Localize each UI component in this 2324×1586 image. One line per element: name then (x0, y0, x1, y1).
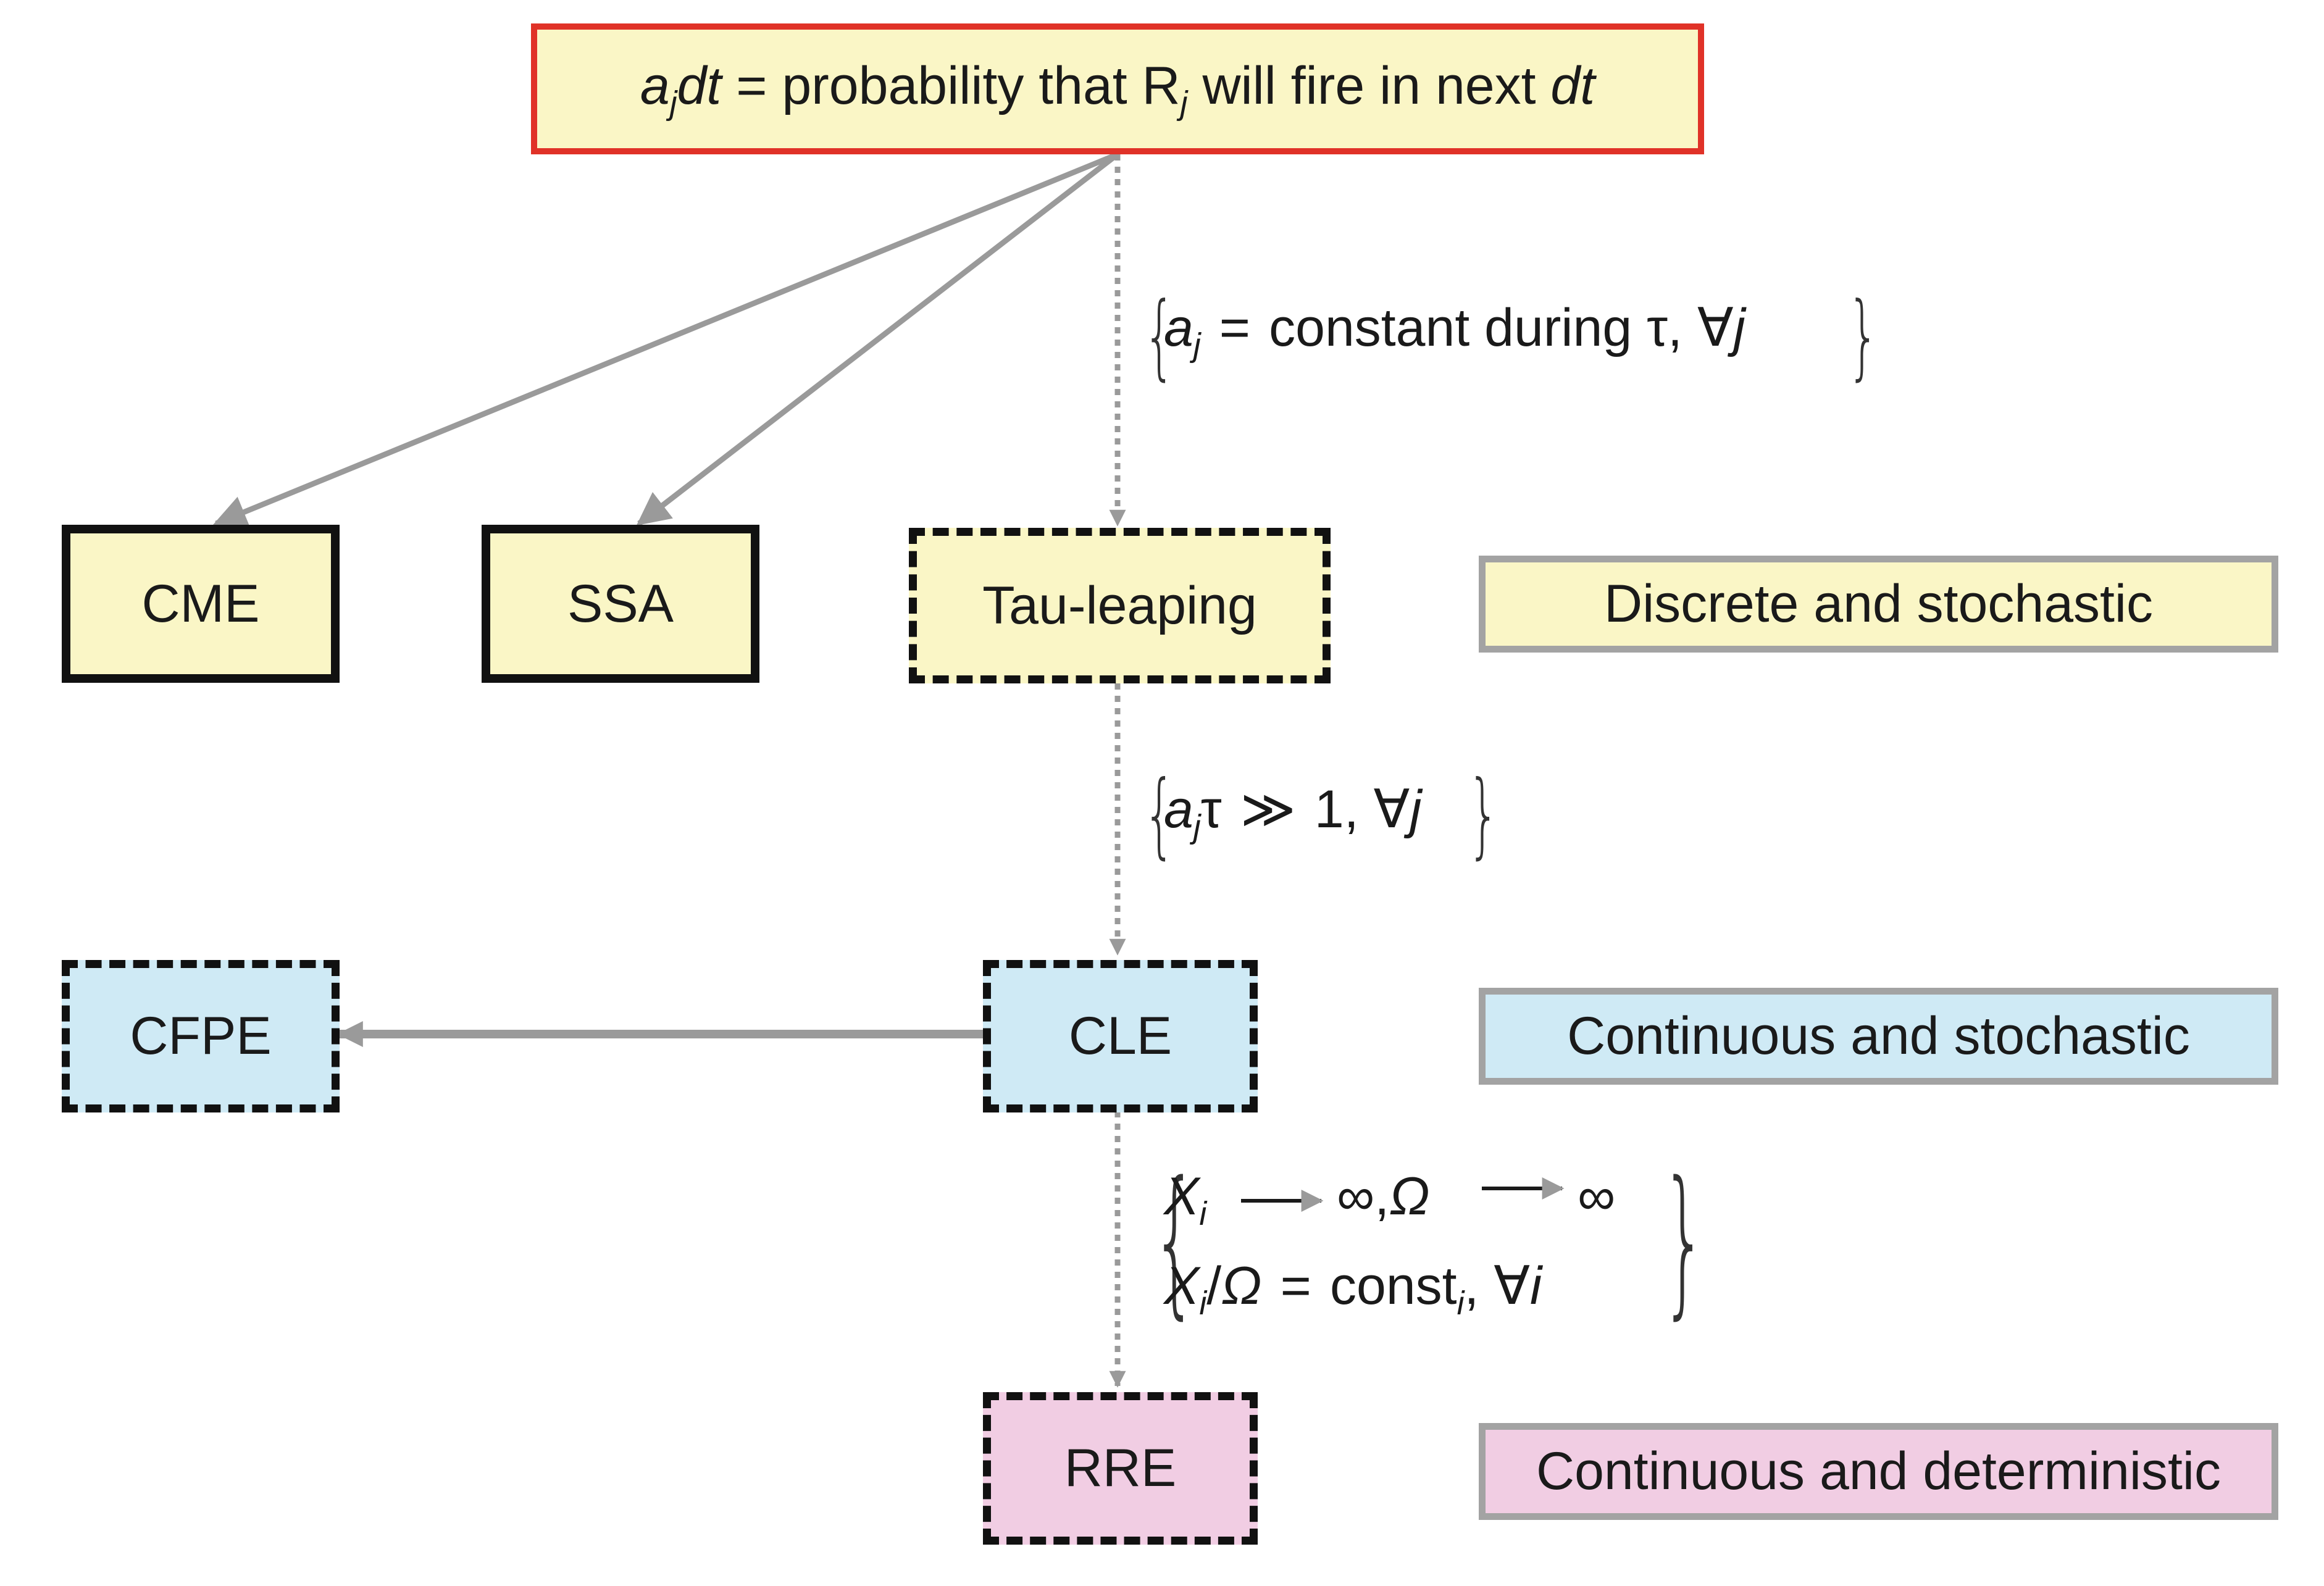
var-a-sub: j (669, 85, 677, 122)
node-cle: CLE (983, 960, 1258, 1112)
var-dt: dt (677, 56, 722, 115)
definition-text-after: will fire in next (1202, 56, 1536, 115)
arrow-top-to-ssa (636, 152, 1119, 526)
cond2-text: 1, ∀ (1314, 780, 1410, 839)
node-cme-label: CME (141, 574, 260, 633)
legend-continuous-deterministic: Continuous and deterministic (1479, 1423, 2278, 1520)
node-tau-label: Tau-leaping (982, 575, 1257, 635)
cond2-sub: j (1193, 809, 1201, 846)
cond3-tail: , ∀ (1464, 1256, 1531, 1316)
var-dt-end: dt (1550, 56, 1595, 115)
equals-sign: = (736, 56, 767, 115)
node-cfpe-label: CFPE (130, 1006, 272, 1066)
cond2-tau: τ (1200, 780, 1222, 839)
cond3-quant: i (1530, 1256, 1542, 1316)
cond3-x-sub: i (1199, 1196, 1207, 1233)
arrow-top-to-cme (213, 151, 1119, 528)
legend-continuous-stochastic: Continuous and stochastic (1479, 988, 2278, 1085)
cond2-op: ≫ (1240, 780, 1296, 839)
node-cme: CME (62, 525, 340, 683)
cond3-x: X (1164, 1167, 1200, 1226)
brace-right: } (1467, 761, 1500, 869)
node-tau-leaping: Tau-leaping (909, 528, 1331, 683)
legend-discrete-label: Discrete and stochastic (1603, 574, 2154, 633)
legend-continuous-stochastic-label: Continuous and stochastic (1567, 1006, 2190, 1066)
brace-left: { (1152, 1148, 1198, 1334)
brace-right: } (1847, 283, 1879, 390)
cond3-slash: / (1206, 1256, 1222, 1316)
legend-discrete-stochastic: Discrete and stochastic (1479, 556, 2278, 653)
node-ssa: SSA (482, 525, 759, 683)
cond3-omega: Ω (1389, 1167, 1430, 1226)
r-subscript: j (1180, 85, 1188, 122)
var-a: a (640, 56, 670, 115)
cond2-quant: j (1410, 780, 1422, 839)
definition-text-before: probability that R (782, 56, 1181, 115)
cond3-x2: X (1164, 1256, 1200, 1316)
cond3-infinity-2: ∞ (1578, 1167, 1616, 1226)
brace-left: { (1143, 283, 1176, 390)
brace-right: } (1661, 1148, 1707, 1334)
cond1-op: = (1219, 298, 1251, 357)
node-cfpe: CFPE (62, 960, 340, 1112)
node-cle-label: CLE (1068, 1006, 1172, 1066)
node-ssa-label: SSA (567, 574, 674, 633)
cond3-const-sub: i (1457, 1285, 1465, 1322)
cond3-op: = (1280, 1256, 1311, 1316)
definition-box: ajdt = probability that Rj will fire in … (531, 23, 1704, 154)
cond1-var: a (1164, 298, 1193, 357)
node-rre-label: RRE (1064, 1438, 1177, 1498)
cond3-const: const (1330, 1256, 1457, 1316)
definition-text: ajdt = probability that Rj will fire in … (640, 56, 1595, 122)
cond1-quant: j (1733, 298, 1745, 357)
cond1-sub: j (1193, 327, 1201, 364)
cond3-omega2: Ω (1221, 1256, 1262, 1316)
legend-continuous-deterministic-label: Continuous and deterministic (1536, 1442, 2222, 1501)
brace-left: { (1143, 761, 1176, 869)
node-rre: RRE (983, 1392, 1258, 1545)
cond3-infinity-1: ∞, (1337, 1167, 1390, 1226)
cond1-text: constant during τ, ∀ (1269, 298, 1734, 357)
cond2-var: a (1164, 780, 1193, 839)
cond3-x2-sub: i (1199, 1285, 1207, 1322)
